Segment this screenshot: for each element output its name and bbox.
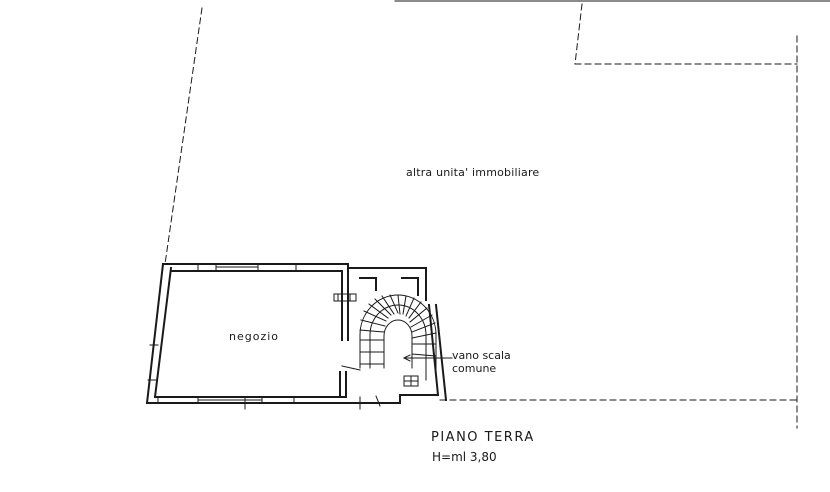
shop-windows [147, 263, 361, 410]
room-label-stairwell-line1: vano scala [452, 349, 511, 362]
room-label-other-unit: altra unita' immobiliare [406, 166, 540, 179]
service-niche [333, 293, 357, 302]
room-label-shop: negozio [229, 330, 280, 343]
drawing-title: PIANO TERRA [431, 430, 535, 445]
spiral-staircase [359, 294, 437, 381]
property-boundary-dashed [164, 3, 798, 429]
room-label-stairwell-line2: comune [452, 362, 497, 375]
stair-arrow [403, 354, 453, 362]
stair-hall-walls [347, 267, 448, 404]
height-note: H=ml 3,80 [432, 450, 497, 464]
stair-landing-detail [341, 365, 419, 407]
